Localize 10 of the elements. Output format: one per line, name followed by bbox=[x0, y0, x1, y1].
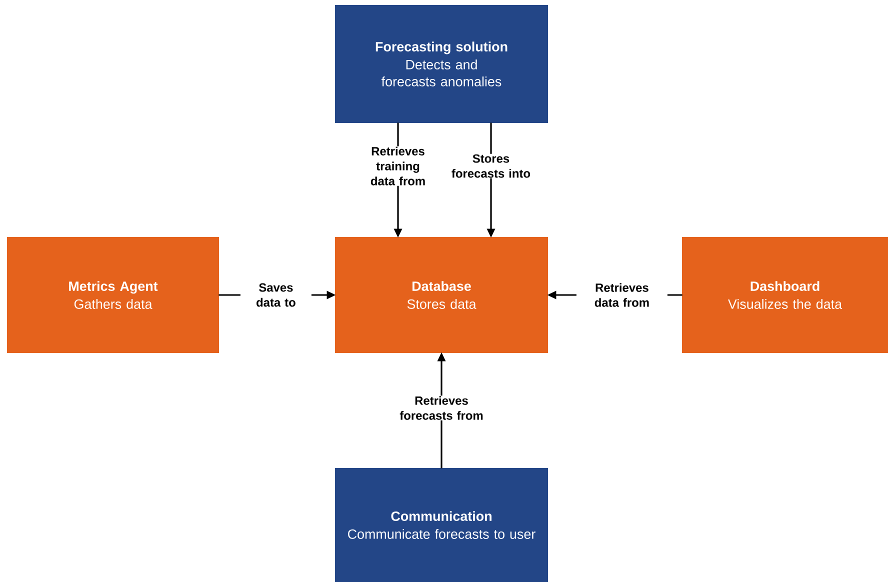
edge-label: Stores forecasts into bbox=[450, 154, 532, 178]
process-box: Forecasting solution Detects and forecasts anomalies bbox=[335, 5, 548, 123]
edge-label: Retrieves training data from bbox=[358, 146, 438, 186]
process-box: Dashboard Visualizes the data bbox=[682, 237, 888, 353]
process-box: Communication Communicate forecasts to user bbox=[335, 468, 548, 582]
edge-label: Saves data to bbox=[240, 282, 312, 308]
process-box: Metrics Agent Gathers data bbox=[7, 237, 219, 353]
edge-label: Retrieves forecasts from bbox=[396, 396, 487, 420]
process-box: Database Stores data bbox=[335, 237, 548, 353]
edge-label: Retrieves data from bbox=[576, 282, 668, 308]
